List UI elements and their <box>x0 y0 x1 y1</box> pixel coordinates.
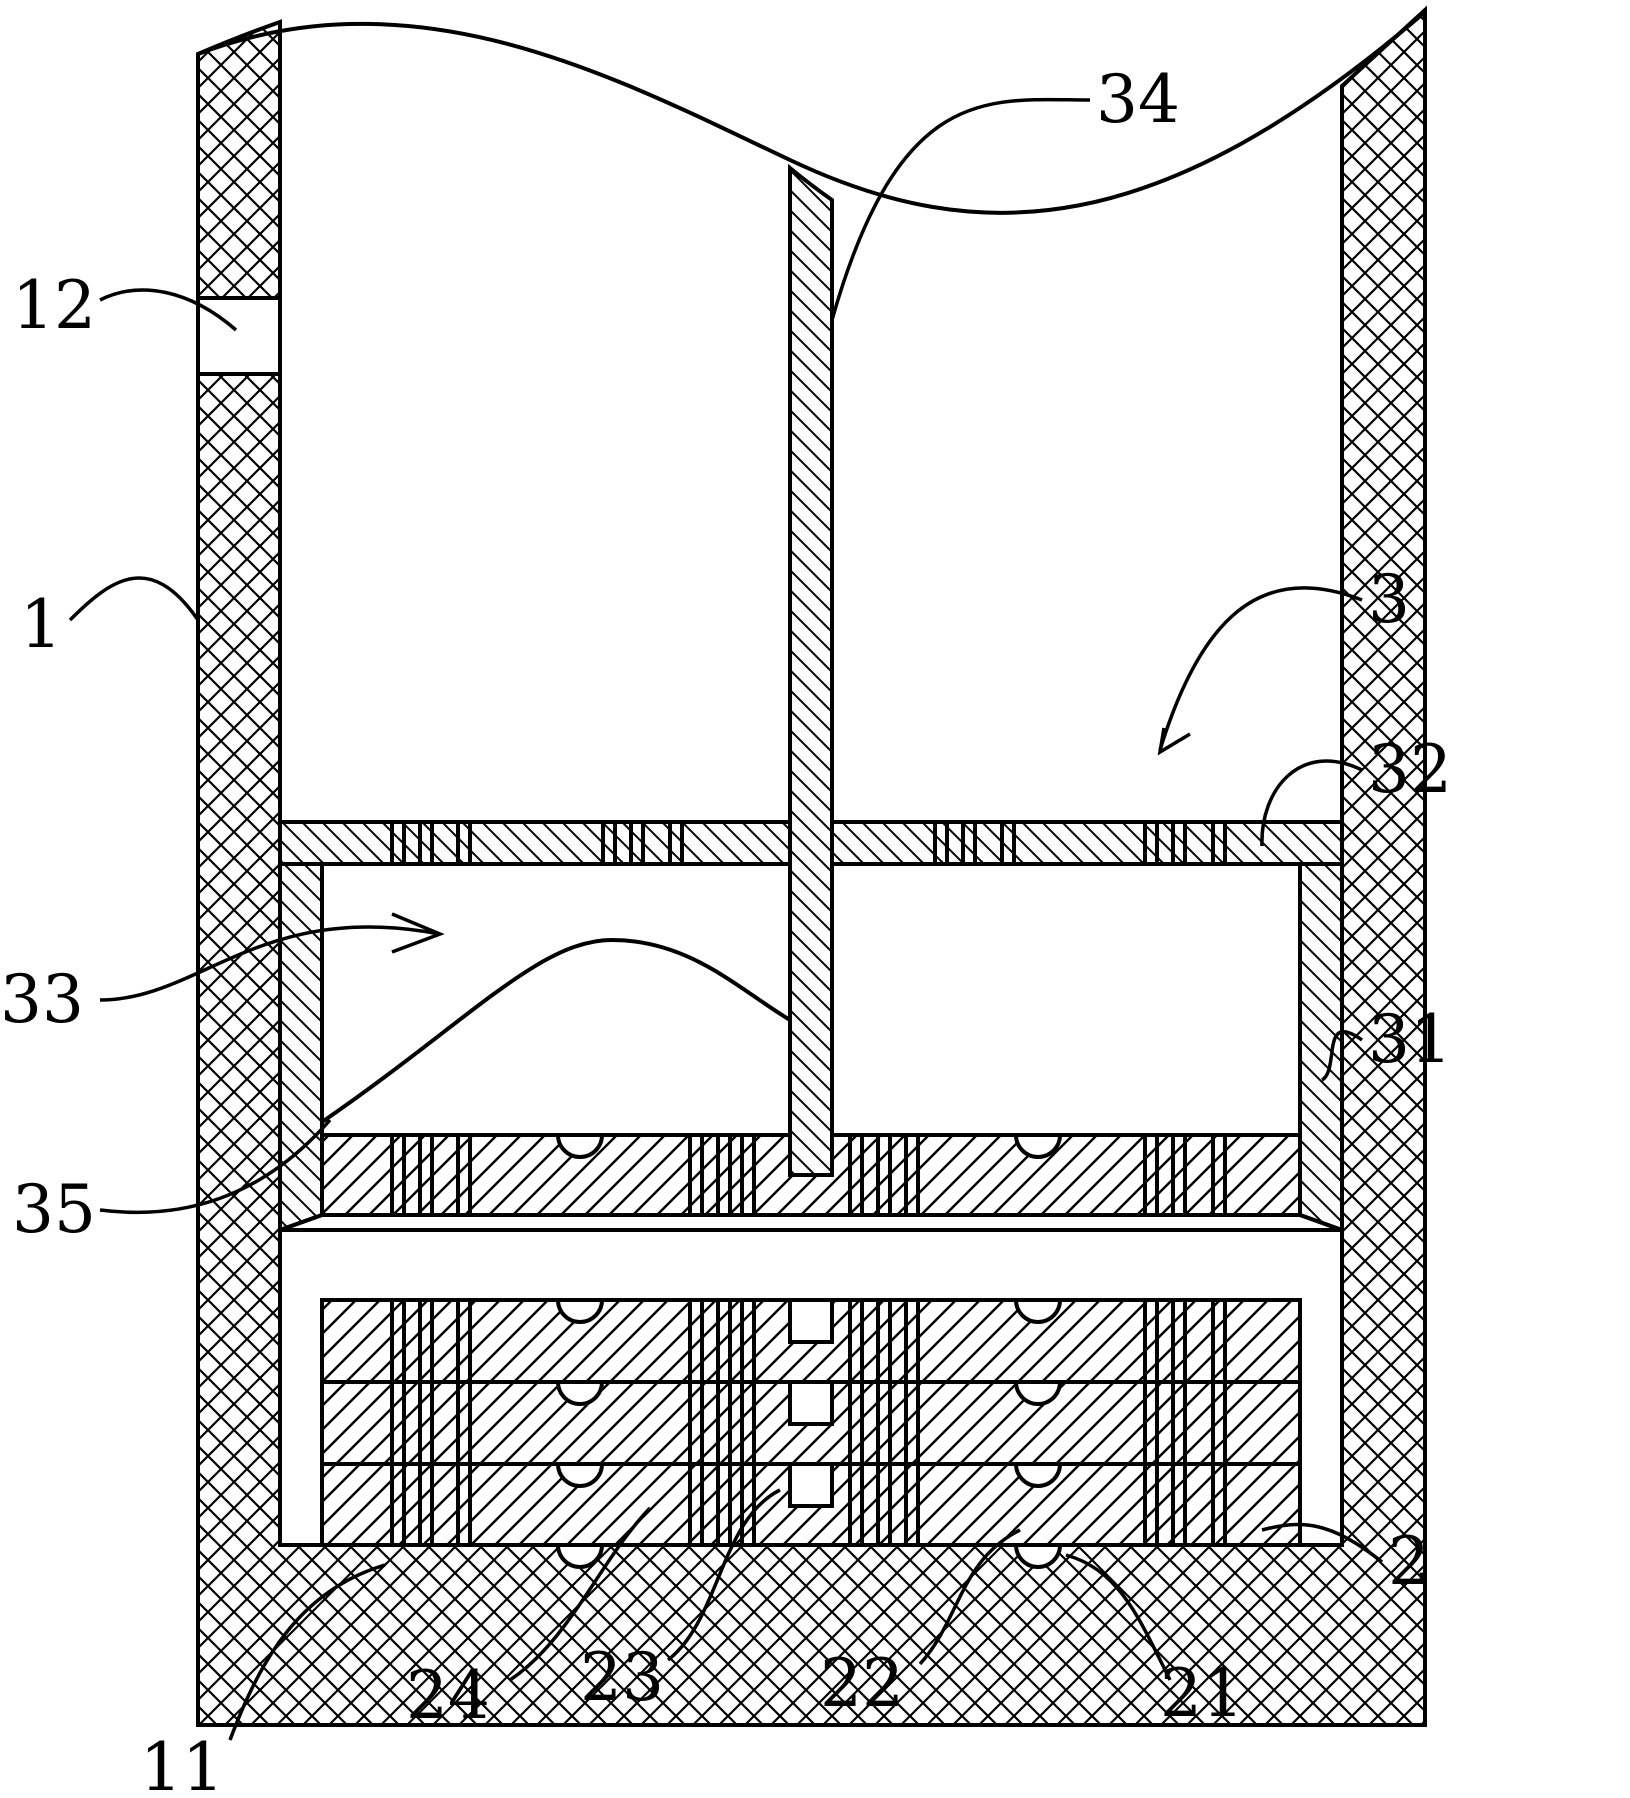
reference-labels: 1 12 34 3 32 33 31 35 2 11 24 23 22 21 <box>0 61 1452 1798</box>
cartridge-arrow <box>1158 586 1363 751</box>
label-11: 11 <box>140 1729 224 1798</box>
filter-recess <box>555 1380 605 1406</box>
filter-stack <box>320 1298 1302 1569</box>
label-33: 33 <box>0 961 84 1038</box>
filter-recess <box>1013 1380 1063 1406</box>
leader-11 <box>228 1563 386 1741</box>
cartridge-block-pores <box>390 1135 1227 1215</box>
leader-2 <box>1261 1522 1384 1564</box>
filter-recess <box>1013 1462 1063 1488</box>
leader-21 <box>1065 1553 1172 1681</box>
break-line <box>197 10 1427 215</box>
cartridge-bottom-cone <box>279 1213 1343 1232</box>
leader-1 <box>68 576 200 622</box>
leader-22 <box>918 1528 1021 1666</box>
cartridge-block-recess-left <box>555 1133 605 1159</box>
label-1: 1 <box>20 586 62 663</box>
chamber-arrow-head <box>391 912 445 954</box>
filter-recess <box>555 1462 605 1488</box>
filter-recess <box>1013 1298 1063 1324</box>
label-34: 34 <box>1096 61 1180 138</box>
center-rod-body <box>788 163 834 1177</box>
leader-12 <box>99 288 238 332</box>
leader-24 <box>509 1506 652 1682</box>
leader-35 <box>99 1118 332 1215</box>
cartridge-left-wall <box>278 862 324 1233</box>
chamber-arrow <box>99 925 441 1002</box>
leader-23 <box>666 1488 781 1662</box>
filter-recess <box>555 1298 605 1324</box>
label-32: 32 <box>1368 731 1452 808</box>
label-35: 35 <box>12 1171 96 1248</box>
filter-stack-channels <box>390 1300 1227 1545</box>
filter-pin-slot-middle <box>788 1380 834 1426</box>
filter-pin-slot-top <box>788 1298 834 1344</box>
cartridge-block-recess-right <box>1013 1133 1063 1159</box>
leader-lines <box>68 97 1384 1741</box>
filter-pin-slot-bottom <box>788 1462 834 1508</box>
cartridge-right-wall <box>1298 862 1344 1233</box>
label-22: 22 <box>820 1645 904 1722</box>
label-3: 3 <box>1368 561 1410 638</box>
flow-path-curve <box>320 937 792 1124</box>
filter-boss-left <box>555 1543 605 1569</box>
label-2: 2 <box>1388 1523 1430 1600</box>
leader-32 <box>1260 759 1363 847</box>
label-23: 23 <box>580 1639 664 1716</box>
leader-31 <box>1320 1030 1364 1082</box>
label-12: 12 <box>12 267 96 344</box>
filter-boss-right <box>1013 1543 1063 1569</box>
label-21: 21 <box>1160 1655 1244 1732</box>
cartridge-arrow-head <box>1157 727 1191 756</box>
arrows <box>99 586 1363 1002</box>
top-plate-pores <box>390 822 1227 864</box>
leader-34 <box>830 97 1091 321</box>
label-31: 31 <box>1368 1001 1452 1078</box>
label-24: 24 <box>406 1657 490 1734</box>
center-rod <box>788 163 834 1177</box>
